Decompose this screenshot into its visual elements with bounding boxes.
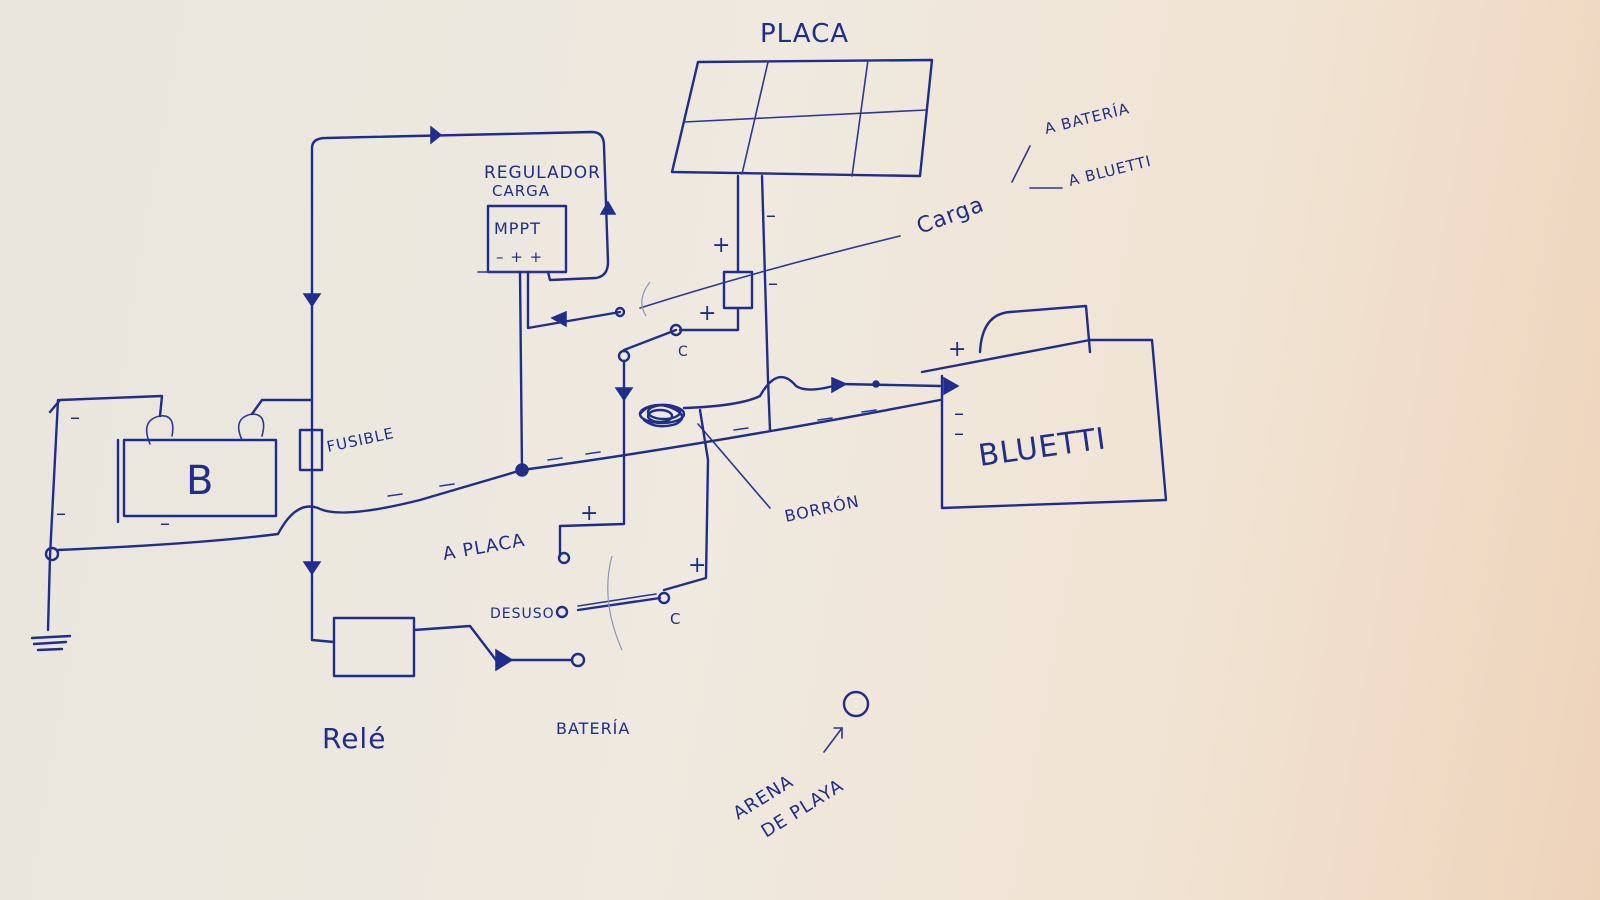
battery-box — [122, 438, 278, 518]
mppt-output-wires — [515, 270, 626, 477]
panel-fuse — [722, 270, 754, 310]
to-battery-label: A BATERÍA — [1042, 98, 1131, 138]
rele-label: Relé — [322, 722, 386, 755]
bluetti-positive-wire — [662, 375, 960, 592]
arrow-relay-out — [495, 648, 514, 672]
top-loop-wire — [302, 125, 617, 592]
solar-panel — [670, 58, 934, 178]
disuse-switch — [555, 555, 671, 651]
ground-wire — [30, 398, 942, 652]
negative-dash-marks — [387, 409, 877, 497]
bluetti-minus-sign: – — [954, 401, 965, 425]
ink-blot — [638, 403, 771, 509]
arrow-to-mppt — [550, 310, 567, 328]
bluetti-minus-sign-2: – — [954, 421, 965, 445]
regulator-label: REGULADOR — [484, 163, 601, 183]
switch2-plus-sign: + — [688, 553, 707, 578]
relay-box — [332, 616, 416, 678]
carga-annotation — [639, 145, 1063, 317]
common-c1-label: C — [678, 344, 689, 360]
panel-switch — [557, 323, 683, 565]
battery-minus-sign: – — [70, 405, 81, 429]
relay — [310, 588, 586, 678]
to-bluetti-label: A BLUETTI — [1067, 152, 1154, 190]
switch1-plus-sign: + — [698, 301, 717, 326]
arrow-to-bluetti — [831, 376, 848, 394]
a-placa-label: A PLACA — [441, 530, 527, 565]
battery-minus-sign-2: – — [160, 511, 171, 535]
fusible-label: FUSIBLE — [325, 424, 396, 456]
a-placa-plus-sign: + — [580, 501, 599, 526]
mppt-terminals-label: – + + — [496, 248, 543, 266]
mppt-label: MPPT — [494, 219, 541, 238]
regulator-label-2: CARGA — [492, 182, 550, 200]
ground-minus-sign: – — [56, 501, 67, 525]
panel-plus-sign: + — [712, 233, 731, 258]
bluetti-label: BLUETTI — [976, 421, 1108, 474]
borron-label: BORRÓN — [783, 492, 861, 526]
common-c2-label: C — [670, 610, 681, 628]
beach-sand-note — [823, 690, 870, 753]
panel-minus-sign-2: – — [768, 271, 779, 295]
bluetti-plus-sign: + — [948, 337, 967, 362]
main-fuse — [298, 428, 324, 472]
panel-minus-sign: – — [766, 203, 777, 227]
desuso-label: DESUSO — [490, 606, 555, 622]
carga-label: Carga — [914, 192, 988, 239]
bateria-label: BATERÍA — [556, 719, 630, 738]
panel-label: PLACA — [760, 19, 849, 49]
bluetti-unit — [920, 304, 1168, 510]
battery-b — [48, 394, 314, 524]
panel-leads — [678, 174, 772, 432]
battery-letter-label: B — [186, 458, 214, 504]
